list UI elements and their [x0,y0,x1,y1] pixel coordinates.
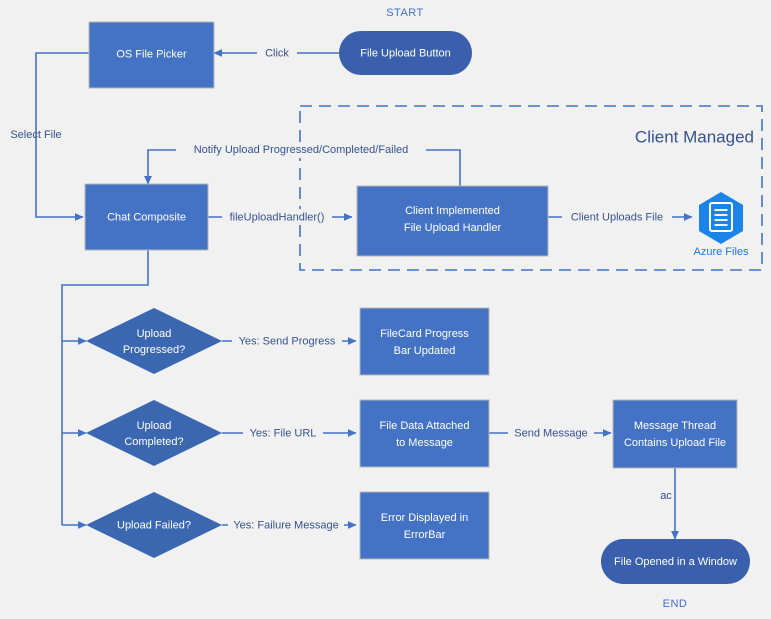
azure-files-icon [699,192,743,244]
edge-label-send-progress-bg [232,333,342,349]
end-marker: END [663,598,688,610]
edge-label-ac: ac [660,490,672,502]
node-chat-composite-label: Chat Composite [107,211,186,223]
node-error-displayed-line2: ErrorBar [404,529,446,541]
node-filecard-progress-line1: FileCard Progress [380,328,469,340]
node-decision-upload-completed[interactable] [86,400,222,466]
node-file-data-attached-line1: File Data Attached [380,420,470,432]
node-decision-upload-completed-line2: Completed? [124,436,183,448]
node-decision-upload-progressed-line2: Progressed? [123,344,185,356]
client-managed-title: Client Managed [635,127,754,146]
edge-label-click-bg [257,45,297,61]
edge-label-file-url-bg [243,425,323,441]
node-decision-upload-progressed[interactable] [86,308,222,374]
node-error-displayed[interactable] [359,491,490,560]
edge-select-file [35,52,89,221]
node-decision-upload-failed[interactable] [86,492,222,558]
node-os-file-picker[interactable] [88,21,215,89]
edge-label-file-upload-handler: fileUploadHandler() [230,211,325,223]
node-file-opened-window[interactable] [601,539,750,584]
node-message-thread-line1: Message Thread [634,420,716,432]
edge-label-client-uploads-file: Client Uploads File [571,211,663,223]
edge-label-client-uploads-bg [562,209,672,225]
edge-composite-spine [61,250,149,525]
edge-label-yes-failure-message: Yes: Failure Message [233,519,338,531]
node-message-thread-line2: Contains Upload File [624,437,726,449]
azure-files-caption: Azure Files [693,246,749,258]
node-file-data-attached-line2: to Message [396,437,453,449]
edge-label-yes-send-progress: Yes: Send Progress [239,335,336,347]
edge-label-file-upload-handler-bg [222,209,332,225]
node-file-data-attached[interactable] [359,399,490,468]
node-filecard-progress-line2: Bar Updated [394,345,456,357]
node-os-file-picker-label: OS File Picker [116,48,187,60]
node-file-opened-window-label: File Opened in a Window [614,556,737,568]
node-decision-upload-failed-label: Upload Failed? [117,519,191,531]
start-marker: START [386,7,424,19]
edge-label-click: Click [265,47,289,59]
edge-label-send-message: Send Message [514,427,587,439]
edge-label-select-file: Select File [10,129,61,141]
node-chat-composite[interactable] [84,183,209,251]
edge-label-notify: Notify Upload Progressed/Completed/Faile… [194,144,409,156]
node-client-upload-handler[interactable] [356,185,549,257]
edge-label-failure-message-bg [228,517,344,533]
node-client-upload-handler-line1: Client Implemented [405,205,500,217]
edge-label-send-message-bg [508,425,594,441]
node-decision-upload-progressed-line1: Upload [137,328,172,340]
node-file-upload-button[interactable] [339,31,472,75]
node-error-displayed-line1: Error Displayed in [381,512,468,524]
node-message-thread[interactable] [612,399,738,469]
edge-label-notify-bg [176,142,426,158]
edge-label-yes-file-url: Yes: File URL [250,427,317,439]
node-decision-upload-completed-line1: Upload [137,420,172,432]
node-client-upload-handler-line2: File Upload Handler [404,222,502,234]
node-filecard-progress[interactable] [359,307,490,376]
node-file-upload-button-label: File Upload Button [360,47,451,59]
client-managed-group [299,105,763,271]
